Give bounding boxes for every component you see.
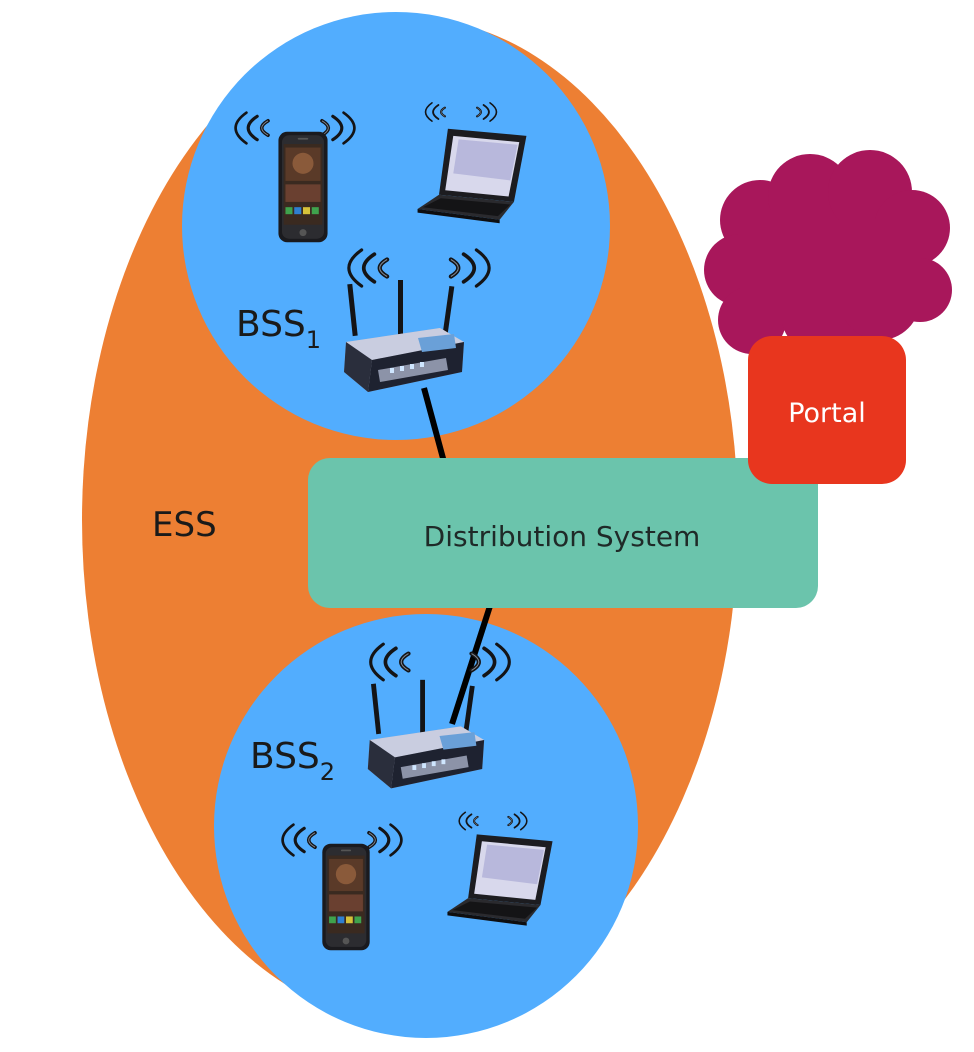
link-router2-ds [449,605,493,725]
distribution-system-label: Distribution System [424,520,701,553]
portal-box [748,336,906,484]
cloud-icon [704,150,952,360]
bss1-label-main: BSS [236,304,306,345]
bss2-label: BSS2 [250,736,335,786]
bss1-area [182,12,610,440]
distribution-system-box [308,458,818,608]
ess-label: ESS [152,505,217,545]
portal-label: Portal [788,398,866,429]
bss2-label-main: BSS [250,736,320,777]
link-router1-ds [421,387,447,463]
bss2-label-subscript: 2 [320,758,335,786]
smartphone-icon [278,131,328,243]
bss1-label-subscript: 1 [306,326,321,354]
bss2-area [214,614,638,1038]
bss1-label: BSS1 [236,304,321,354]
smartphone-icon [322,843,370,951]
